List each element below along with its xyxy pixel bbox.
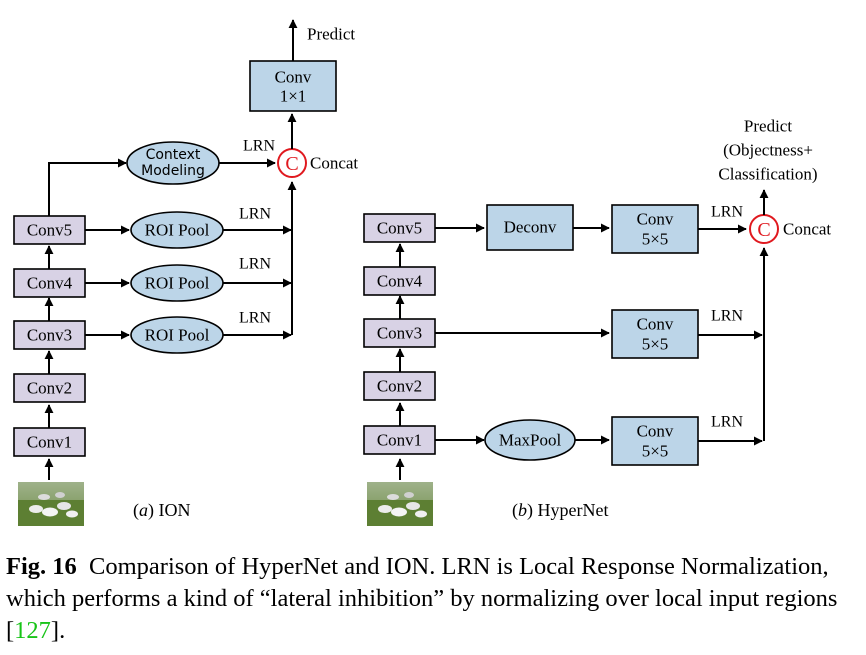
conv1-label-a: Conv1: [27, 433, 72, 452]
lrn-label-b-mid: LRN: [711, 308, 743, 325]
conv2-label-b: Conv2: [377, 377, 422, 396]
conv2-box-b: [363, 371, 436, 401]
deconv-box: [486, 204, 574, 251]
figure-number: Fig. 16: [6, 553, 77, 580]
conv2-box-a: [13, 373, 86, 403]
figure-caption: Fig. 16 Comparison of HyperNet and ION. …: [6, 551, 858, 647]
caption-text-end: ].: [50, 617, 66, 644]
lrn-label-a-context: LRN: [243, 138, 275, 155]
panel-a-ion: Conv1 Conv2 Conv3 Conv4 Conv5 ROI Pool R…: [13, 19, 358, 526]
roi-pool-conv5-label: ROI Pool: [145, 221, 210, 240]
maxpool-label: MaxPool: [499, 431, 562, 450]
lrn-label-a-conv4: LRN: [239, 256, 271, 273]
input-image-b: [367, 482, 433, 526]
subcaption-b: (b) HyperNet: [512, 500, 608, 521]
lrn-label-a-conv3: LRN: [239, 310, 271, 327]
conv5-box-b: [363, 213, 436, 243]
conv-1x1-box: [249, 60, 337, 112]
conv-1x1-line1: Conv: [275, 68, 312, 87]
roi-pool-conv4-label: ROI Pool: [145, 274, 210, 293]
concat-symbol-a: C: [285, 153, 298, 175]
concat-label-a: Concat: [310, 154, 358, 173]
lrn-label-a-conv5: LRN: [239, 206, 271, 223]
context-modeling-line1: Context: [146, 147, 201, 163]
input-image-a: [18, 482, 84, 526]
conv5-box-a: [13, 215, 86, 245]
concat-label-b: Concat: [783, 220, 831, 239]
conv5x5-bottom-line2: 5×5: [642, 442, 669, 461]
conv5x5-bottom-line1: Conv: [637, 422, 674, 441]
caption-text: Comparison of HyperNet and ION. LRN is L…: [6, 553, 838, 644]
conv5x5-mid-line2: 5×5: [642, 335, 669, 354]
conv3-label-b: Conv3: [377, 324, 422, 343]
concat-symbol-b: C: [757, 219, 770, 241]
conv-1x1-line2: 1×1: [280, 87, 307, 106]
predict-label-a: Predict: [307, 25, 355, 44]
deconv-label: Deconv: [504, 218, 557, 237]
conv2-label-a: Conv2: [27, 379, 72, 398]
predict-line2-b: (Objectness+: [723, 141, 813, 160]
predict-line3-b: Classification): [718, 165, 817, 184]
conv1-label-b: Conv1: [377, 431, 422, 450]
predict-line1-b: Predict: [744, 117, 792, 136]
conv1-box-a: [13, 427, 86, 457]
conv3-label-a: Conv3: [27, 326, 72, 345]
conv5x5-bottom-box: [611, 416, 699, 466]
conv5-label-b: Conv5: [377, 219, 422, 238]
diagram-canvas: Conv1 Conv2 Conv3 Conv4 Conv5 ROI Pool R…: [13, 19, 831, 526]
lrn-label-b-bottom: LRN: [711, 414, 743, 431]
conv5x5-top-line1: Conv: [637, 210, 674, 229]
conv5x5-top-line2: 5×5: [642, 230, 669, 249]
conv5-label-a: Conv5: [27, 221, 72, 240]
lrn-label-b-top: LRN: [711, 204, 743, 221]
subcaption-a: (a) ION: [133, 500, 191, 521]
conv4-label-a: Conv4: [27, 274, 73, 293]
conv4-box-a: [13, 268, 86, 298]
reference-link[interactable]: 127: [14, 617, 51, 644]
conv5x5-mid-line1: Conv: [637, 315, 674, 334]
roi-pool-conv3-label: ROI Pool: [145, 326, 210, 345]
conv4-label-b: Conv4: [377, 272, 423, 291]
context-modeling-line2: Modeling: [141, 163, 205, 179]
panel-b-hypernet: Conv1 Conv2 Conv3 Conv4 Conv5 Deconv Con…: [363, 117, 831, 526]
